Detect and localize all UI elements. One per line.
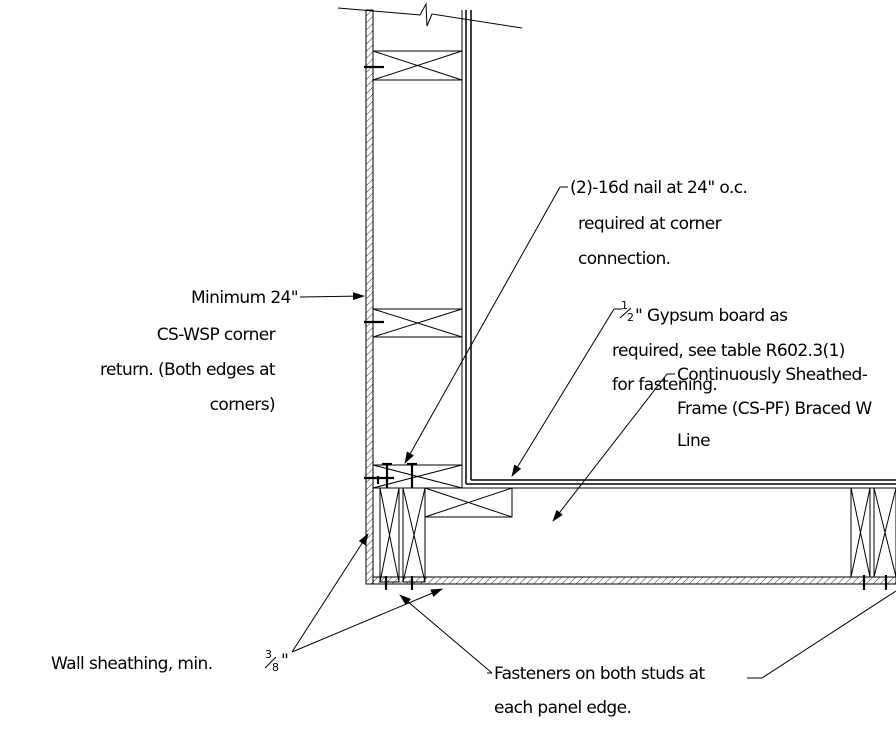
gypsum-label-line1: " Gypsum board as xyxy=(635,306,788,326)
leader-fasteners-left xyxy=(399,594,493,674)
sheathing-frac-num: 3 xyxy=(265,648,272,661)
corner-label-line2: CS-WSP corner xyxy=(157,325,276,345)
corner-label-line1: Minimum 24" xyxy=(191,288,298,308)
gypsum-label-line2: required, see table R602.3(1) xyxy=(612,341,845,361)
leader-sheathing-bottom xyxy=(291,588,443,653)
sheathing-frac-den: 8 xyxy=(272,661,279,674)
corner-studs xyxy=(379,462,426,590)
blocking-middle xyxy=(372,308,463,338)
break-line xyxy=(337,2,523,29)
callout-fasteners: Fasteners on both studs at each panel ed… xyxy=(494,664,706,718)
leader-fasteners-right xyxy=(747,590,896,679)
horizontal-sheathing xyxy=(372,576,896,585)
leader-cspf xyxy=(552,373,675,522)
vertical-wall xyxy=(364,9,472,585)
leader-sheathing-left xyxy=(291,533,369,653)
sheathing-unit: " xyxy=(281,651,288,671)
right-studs xyxy=(850,487,896,590)
gypsum-label-line3: for fastening. xyxy=(612,375,717,395)
corner-label-line4: corners) xyxy=(210,395,275,415)
blocking-upper xyxy=(372,50,463,81)
leader-gypsum xyxy=(511,308,622,477)
nail-label-line2: required at corner xyxy=(578,214,722,234)
leader-nail xyxy=(404,186,568,464)
fasteners-label-line1: Fasteners on both studs at xyxy=(494,664,705,684)
callout-gypsum: 1 2 " Gypsum board as required, see tabl… xyxy=(612,299,845,395)
vertical-sheathing xyxy=(365,9,374,585)
cspf-label-line1: Continuously Sheathed- xyxy=(677,365,868,385)
callout-cspf: Continuously Sheathed- Frame (CS-PF) Bra… xyxy=(677,365,873,451)
leader-corner-return xyxy=(299,292,365,301)
gypsum-frac-num: 1 xyxy=(621,299,627,312)
horizontal-wall xyxy=(372,479,896,590)
nail-label-line1: (2)-16d nail at 24" o.c. xyxy=(570,178,747,198)
fasteners-label-line2: each panel edge. xyxy=(494,698,631,718)
callout-corner-return: Minimum 24" CS-WSP corner return. (Both … xyxy=(100,288,299,415)
leader-lines xyxy=(291,186,896,679)
nail-markers xyxy=(364,65,394,484)
callout-sheathing: Wall sheathing, min. 3 8 " xyxy=(51,648,289,674)
callout-nail: (2)-16d nail at 24" o.c. required at cor… xyxy=(570,178,748,269)
cspf-label-line2: Frame (CS-PF) Braced W xyxy=(677,399,872,419)
nail-label-line3: connection. xyxy=(578,249,670,269)
corner-label-line3: return. (Both edges at xyxy=(100,360,276,380)
cspf-label-line3: Line xyxy=(677,431,710,451)
gypsum-frac-den: 2 xyxy=(627,311,633,324)
sheathing-label: Wall sheathing, min. xyxy=(51,654,213,674)
blocking-horizontal xyxy=(424,487,513,518)
